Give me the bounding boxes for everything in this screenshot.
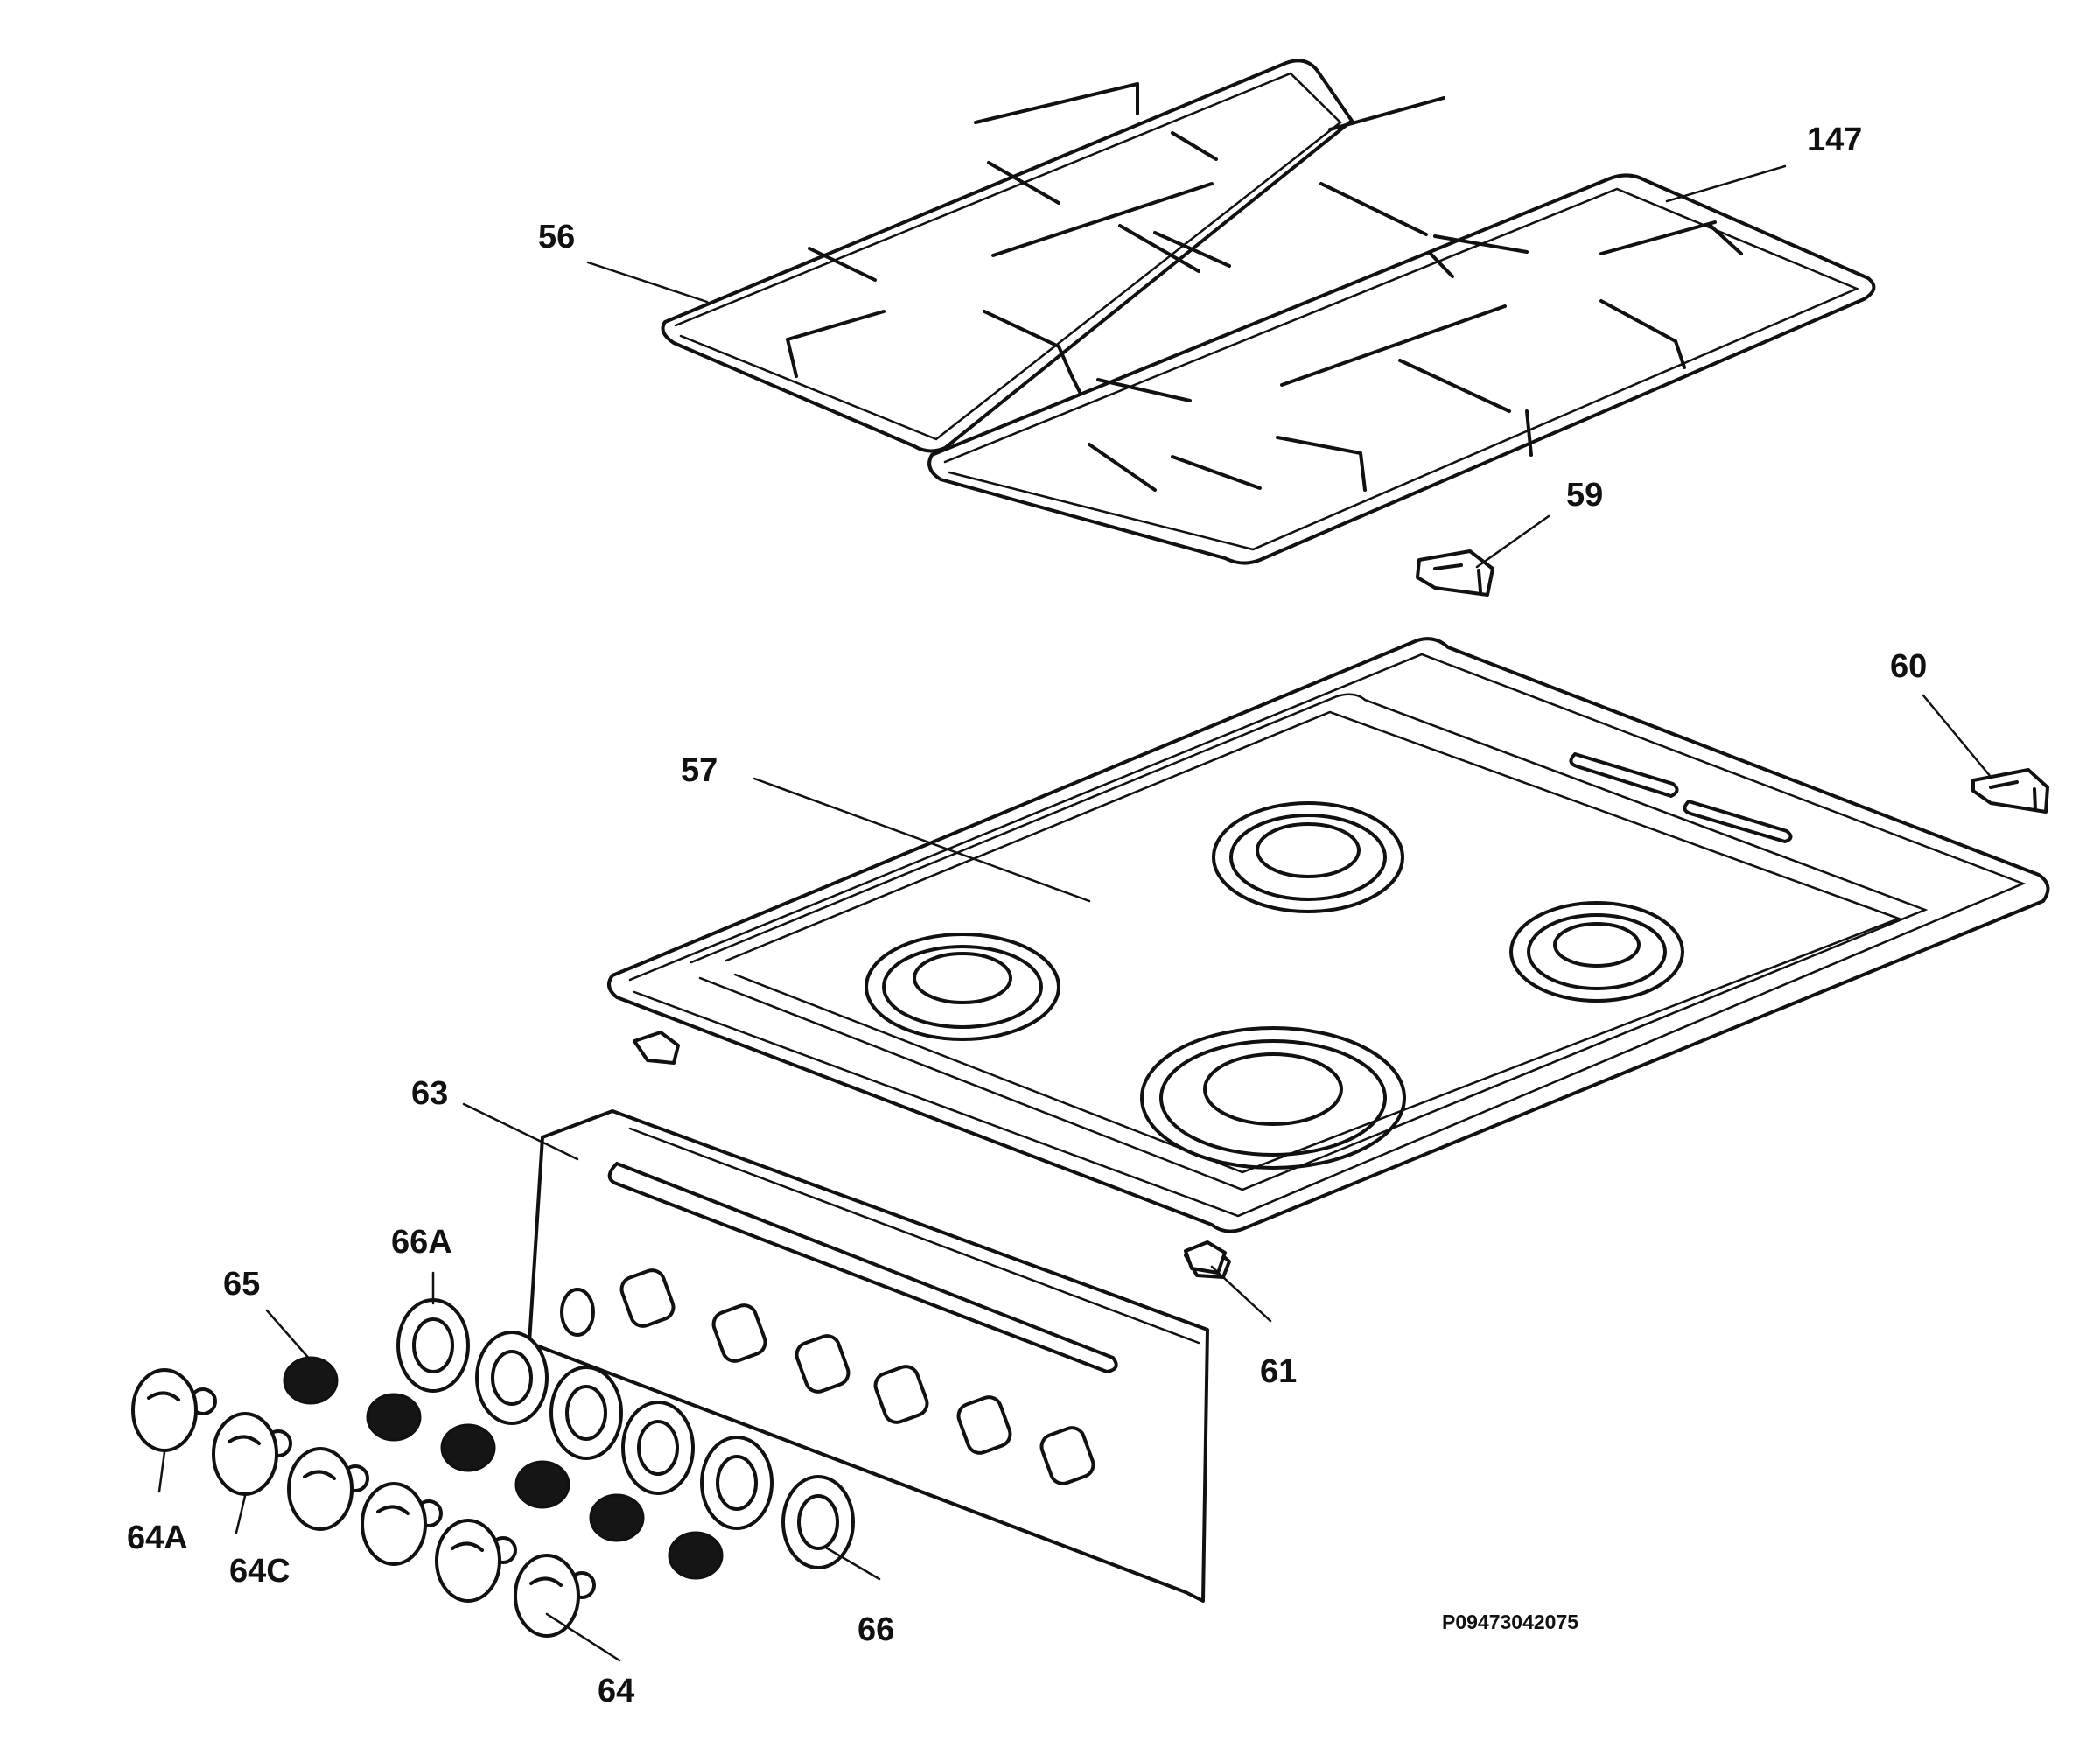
control-panel-63 xyxy=(528,1109,1209,1603)
pan-support-left xyxy=(661,59,1354,453)
leader-lines xyxy=(158,164,1992,1662)
callout-66A: 66A xyxy=(391,1224,452,1261)
callout-56: 56 xyxy=(538,219,575,255)
bezel-rings xyxy=(396,1298,855,1569)
drawing-code: P09473042075 xyxy=(1442,1611,1578,1633)
panel-openings xyxy=(620,1268,1096,1485)
callout-labels: 56 147 59 60 57 63 66A 65 61 64A 64C 66 … xyxy=(127,122,1927,1709)
burner-front-center xyxy=(1140,1026,1406,1170)
burner-right xyxy=(1509,901,1684,1003)
callout-57: 57 xyxy=(681,752,718,789)
pan-support-right xyxy=(928,96,1876,565)
burner-rear-right xyxy=(1212,801,1404,913)
callout-59: 59 xyxy=(1566,477,1603,514)
callout-61: 61 xyxy=(1260,1353,1297,1390)
clip-60 xyxy=(1971,768,2049,814)
dark-bushes xyxy=(283,1356,724,1580)
callout-64A: 64A xyxy=(127,1520,188,1556)
control-knobs xyxy=(131,1368,596,1638)
callout-66: 66 xyxy=(858,1611,894,1648)
callout-63: 63 xyxy=(411,1075,448,1112)
callout-64C: 64C xyxy=(229,1553,290,1590)
hob-top-57 xyxy=(607,637,2050,1279)
callout-147: 147 xyxy=(1807,122,1862,158)
clip-59 xyxy=(1416,549,1494,597)
callout-60: 60 xyxy=(1890,648,1927,685)
callout-64: 64 xyxy=(598,1673,634,1709)
burner-front-left xyxy=(864,933,1060,1041)
callout-65: 65 xyxy=(223,1266,260,1303)
clip-61 xyxy=(1184,1240,1227,1275)
